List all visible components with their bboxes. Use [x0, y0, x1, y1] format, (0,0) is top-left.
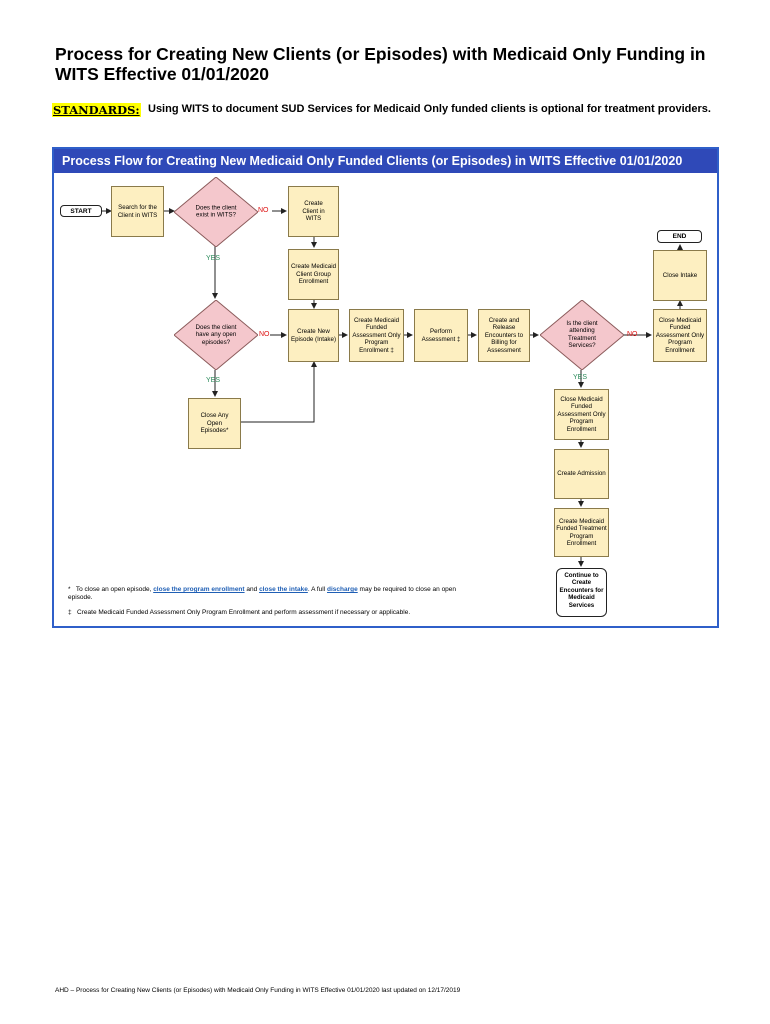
close-assessment-enrollment-yes-label: Close Medicaid Funded Assessment Only Pr…: [557, 395, 606, 433]
create-admission-box: Create Admission: [554, 449, 609, 499]
create-client-box: Create Client in WITS: [288, 186, 339, 237]
close-program-enrollment-link[interactable]: close the program enrollment: [153, 586, 245, 593]
client-exists-label: Does the client exist in WITS?: [195, 204, 237, 219]
footnote-star-pre: To close an open episode,: [75, 586, 152, 593]
footnote-dagger: ‡ Create Medicaid Funded Assessment Only…: [68, 609, 488, 617]
footnote-dagger-mark: ‡: [68, 609, 72, 616]
client-exists-decision: Does the client exist in WITS?: [174, 177, 258, 247]
assessment-enrollment-box: Create Medicaid Funded Assessment Only P…: [349, 309, 404, 362]
footnote-star-mark: *: [68, 586, 71, 593]
footnote-star-mid: and: [246, 586, 258, 593]
create-client-label: Create Client in WITS: [302, 200, 325, 223]
footnote-star: * To close an open episode, close the pr…: [68, 586, 468, 602]
new-episode-label: Create New Episode (Intake): [290, 328, 337, 343]
no-label-exists: NO: [258, 207, 269, 214]
no-label-attending: NO: [627, 331, 638, 338]
process-flow-panel: Process Flow for Creating New Medicaid O…: [52, 147, 719, 628]
client-group-enrollment-label: Create Medicaid Client Group Enrollment: [290, 263, 337, 286]
close-assessment-enrollment-yes-box: Close Medicaid Funded Assessment Only Pr…: [554, 389, 609, 440]
new-episode-box: Create New Episode (Intake): [288, 309, 339, 362]
yes-label-attending: YES: [573, 374, 588, 381]
close-assessment-enrollment-no-box: Close Medicaid Funded Assessment Only Pr…: [653, 309, 707, 362]
client-exists-diamond: [174, 177, 258, 247]
page-footer: AHD – Process for Creating New Clients (…: [55, 987, 461, 994]
continue-encounters-terminal: Continue to Create Encounters for Medica…: [556, 568, 607, 617]
close-intake-label: Close Intake: [662, 271, 698, 279]
release-encounters-box: Create and Release Encounters to Billing…: [478, 309, 530, 362]
create-admission-label: Create Admission: [557, 470, 606, 478]
end-terminal: END: [657, 230, 702, 243]
open-episodes-diamond: [174, 300, 258, 370]
treatment-enrollment-label: Create Medicaid Funded Treatment Program…: [556, 517, 607, 547]
open-episodes-decision: Does the client have any open episodes?: [174, 300, 258, 370]
perform-assessment-box: Perform Assessment ‡: [414, 309, 468, 362]
attending-treatment-label: Is the client attending Treatment Servic…: [566, 320, 598, 350]
standards-label: STANDARDS:: [52, 103, 141, 117]
attending-treatment-diamond: [540, 300, 624, 370]
footnote-star-post: may be required to close an open episode…: [68, 586, 457, 601]
close-open-episodes-label: Close Any Open Episodes*: [200, 412, 229, 435]
treatment-enrollment-box: Create Medicaid Funded Treatment Program…: [554, 508, 609, 557]
yes-label-episodes: YES: [206, 377, 221, 384]
panel-title: Process Flow for Creating New Medicaid O…: [54, 149, 717, 173]
close-intake-link[interactable]: close the intake: [259, 586, 308, 593]
discharge-link[interactable]: discharge: [327, 586, 358, 593]
search-client-box: Search for the Client in WITS: [111, 186, 164, 237]
perform-assessment-label: Perform Assessment ‡: [421, 328, 461, 343]
attending-treatment-decision: Is the client attending Treatment Servic…: [540, 300, 624, 370]
search-client-label: Search for the Client in WITS: [117, 204, 158, 219]
release-encounters-label: Create and Release Encounters to Billing…: [484, 316, 524, 354]
no-label-episodes: NO: [259, 331, 270, 338]
footnote-star-mid2: . A full: [307, 586, 326, 593]
page-title: Process for Creating New Clients (or Epi…: [55, 44, 706, 84]
close-assessment-enrollment-no-label: Close Medicaid Funded Assessment Only Pr…: [655, 316, 705, 354]
close-intake-box: Close Intake: [653, 250, 707, 301]
close-open-episodes-box: Close Any Open Episodes*: [188, 398, 241, 449]
yes-label-exists: YES: [206, 255, 221, 262]
standards-text: Using WITS to document SUD Services for …: [148, 103, 711, 115]
start-terminal: START: [60, 205, 102, 217]
assessment-enrollment-label: Create Medicaid Funded Assessment Only P…: [352, 316, 401, 354]
client-group-enrollment-box: Create Medicaid Client Group Enrollment: [288, 249, 339, 300]
open-episodes-label: Does the client have any open episodes?: [195, 323, 237, 346]
footnote-dagger-text: Create Medicaid Funded Assessment Only P…: [77, 609, 411, 616]
